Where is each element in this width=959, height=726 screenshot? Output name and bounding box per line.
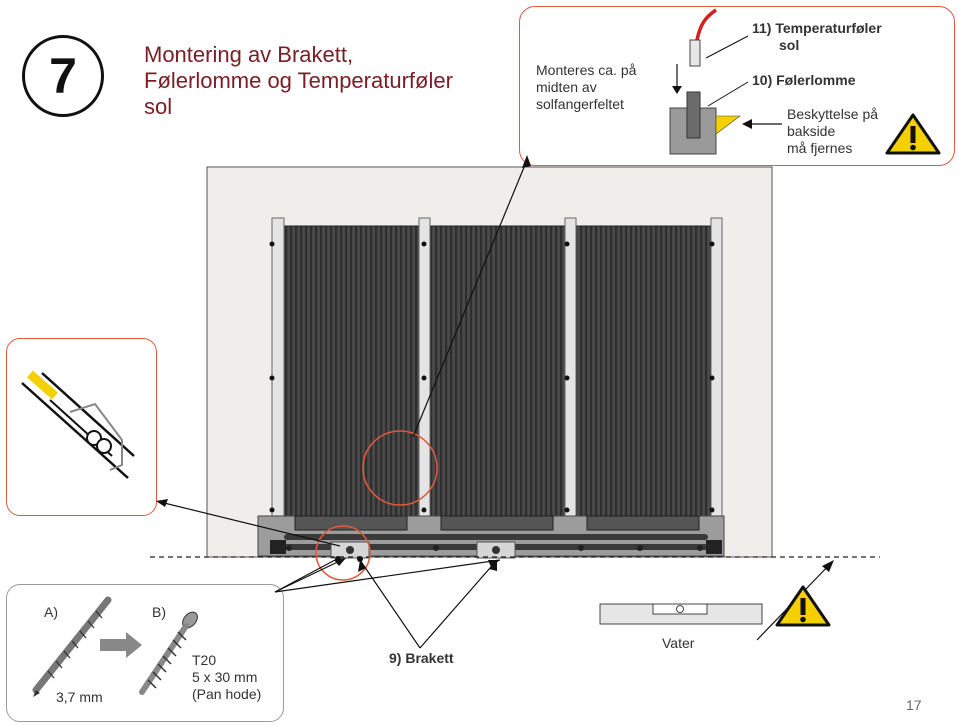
- temperature-sensor: [689, 39, 701, 67]
- bracket-detail-illustration: [21, 370, 135, 479]
- collector-panel-3: [575, 225, 712, 529]
- level-label: Vater: [662, 635, 695, 651]
- rail-1: [271, 217, 285, 557]
- rail-4: [710, 217, 723, 557]
- protection-note-line-2: bakside: [787, 123, 836, 139]
- tool-b-label: B): [152, 604, 166, 620]
- tools-box: [6, 584, 284, 722]
- mount-note-line-3: solfangerfeltet: [536, 96, 624, 112]
- rail-3: [564, 217, 577, 557]
- sensor-callout-box: [519, 6, 955, 166]
- page-number: 17: [906, 697, 922, 713]
- collector-panel-2: [429, 225, 566, 529]
- warning-icon: [775, 585, 831, 627]
- step-number-badge: 7: [22, 35, 104, 117]
- mount-note: Monteres ca. på midten av solfangerfelte…: [536, 62, 666, 113]
- title-line-3: sol: [144, 94, 173, 119]
- bracket-label: 9) Brakett: [389, 650, 454, 666]
- arrow-right-icon: [100, 632, 142, 658]
- tool-a-label: A): [44, 604, 58, 620]
- rail-2: [418, 217, 431, 557]
- warning-icon: [885, 113, 941, 155]
- sensor-pocket-label: 10) Følerlomme: [752, 72, 856, 88]
- screw-spec-line-2: 5 x 30 mm: [192, 669, 258, 685]
- sensor-label: 11) Temperaturføler sol: [752, 20, 942, 54]
- mount-note-line-1: Monteres ca. på: [536, 62, 637, 78]
- manifold-pipe-upper: [284, 534, 708, 540]
- title-line-1: Montering av Brakett,: [144, 42, 354, 67]
- page-title: Montering av Brakett, Følerlomme og Temp…: [144, 42, 514, 120]
- bracket-location-marker: [315, 525, 371, 581]
- bracket-detail-callout-box: [6, 338, 157, 516]
- protection-note-line-3: må fjernes: [787, 140, 853, 156]
- drill-bit-icon: [32, 596, 112, 697]
- screw-spec: T20 5 x 30 mm (Pan hode): [192, 652, 282, 703]
- sensor-label-line-2: sol: [779, 37, 800, 53]
- sensor-label-line-1: 11) Temperaturføler: [752, 20, 882, 36]
- screw-icon: [139, 611, 198, 695]
- spirit-level-icon: [599, 603, 763, 625]
- protection-note: Beskyttelse på bakside må fjernes: [787, 106, 897, 157]
- sensor-pocket: [686, 91, 701, 139]
- title-line-2: Følerlomme og Temperaturføler: [144, 68, 453, 93]
- sensor-cable: [695, 8, 717, 41]
- collector-panel-1: [283, 225, 420, 529]
- screw-spec-line-1: T20: [192, 652, 217, 668]
- screw-spec-line-3: (Pan hode): [192, 686, 262, 702]
- protective-film: [715, 115, 741, 135]
- sensor-location-marker: [362, 430, 438, 506]
- protection-note-line-1: Beskyttelse på: [787, 106, 879, 122]
- mount-note-line-2: midten av: [536, 79, 597, 95]
- drill-size-label: 3,7 mm: [56, 689, 103, 705]
